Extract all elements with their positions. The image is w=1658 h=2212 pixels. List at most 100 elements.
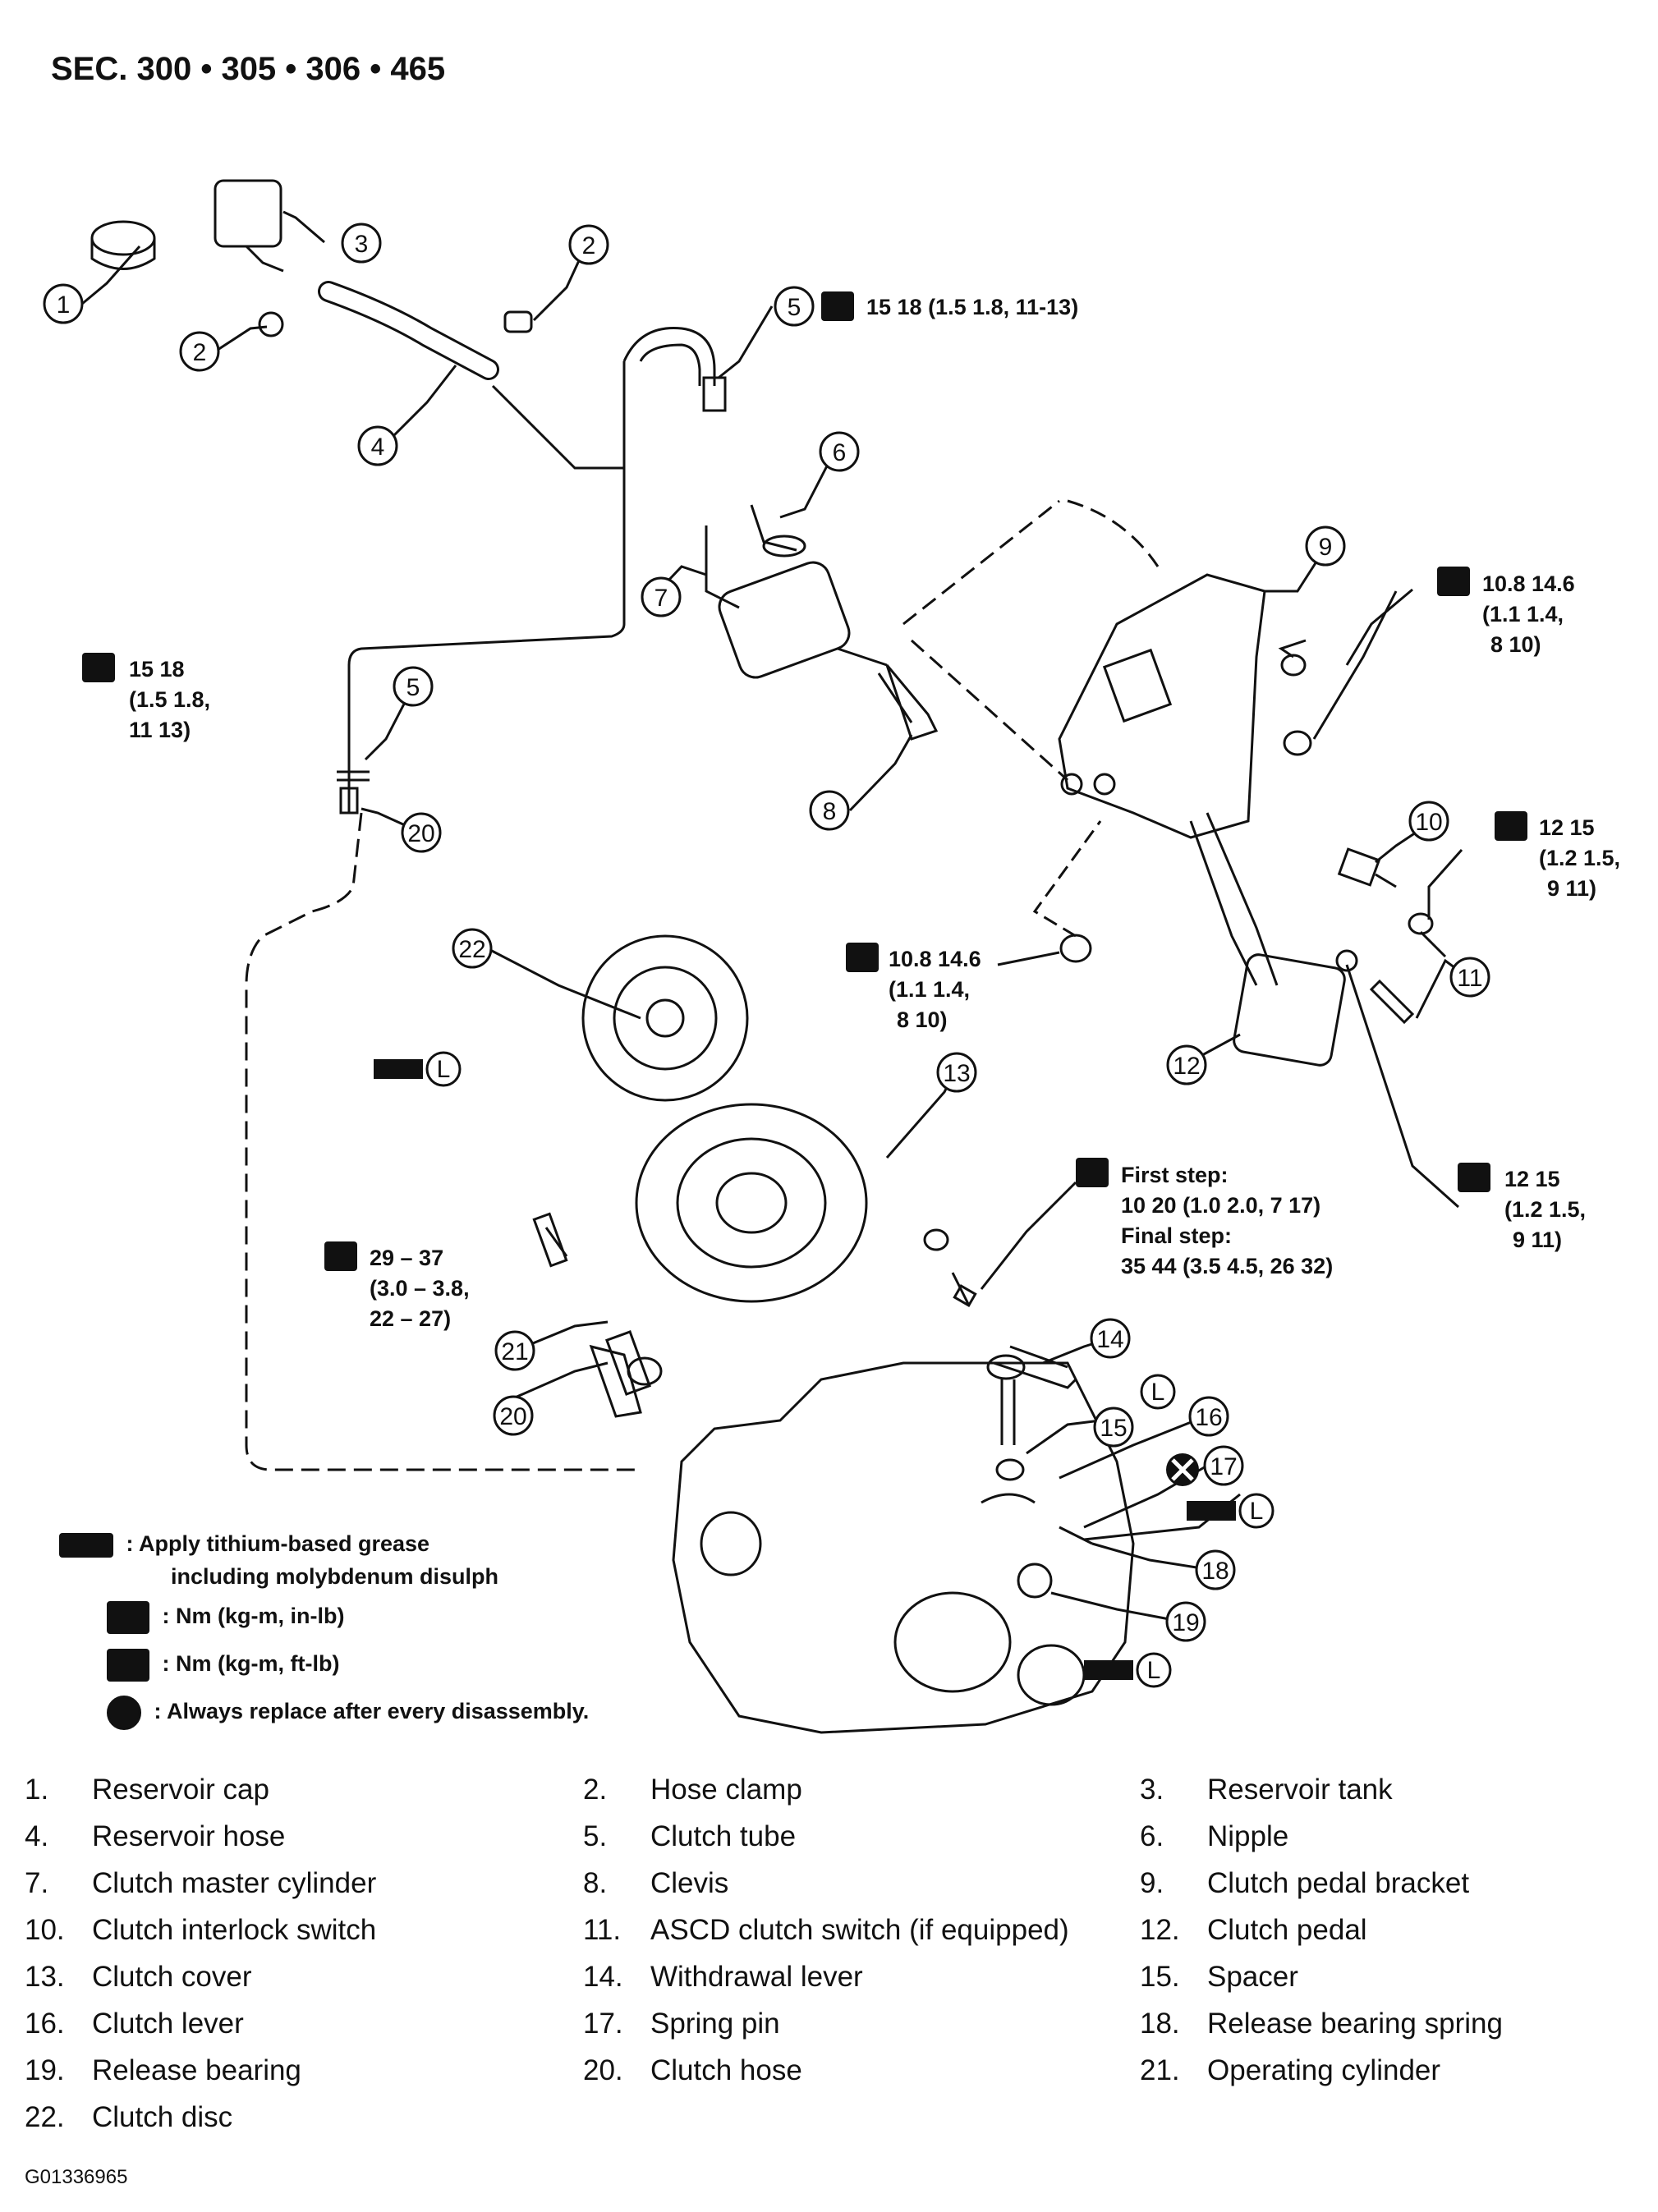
- svg-text:19: 19: [1172, 1609, 1199, 1636]
- callout-18: 18: [1195, 1549, 1236, 1590]
- callout-2-top: 2: [568, 224, 609, 265]
- list-item: 20.Clutch hose: [583, 2054, 802, 2086]
- legend-grease: : Apply tithium-based grease: [59, 1531, 429, 1558]
- svg-text:12: 12: [1173, 1053, 1200, 1080]
- callout-13: 13: [936, 1052, 977, 1093]
- svg-text:35 44 (3.5 4.5, 26 32): 35 44 (3.5 4.5, 26 32): [1121, 1254, 1333, 1278]
- torque-icon: [1076, 1158, 1109, 1187]
- callout-5-left: 5: [393, 666, 434, 707]
- list-item: 1.Reservoir cap: [25, 1774, 269, 1806]
- svg-text:21: 21: [501, 1338, 528, 1365]
- grease-symbol-spring: L: [1187, 1493, 1275, 1529]
- svg-text:22 – 27): 22 – 27): [370, 1306, 451, 1331]
- grease-icon: [1084, 1660, 1133, 1680]
- withdrawal-lever-drawing: [993, 1345, 1077, 1389]
- legend-torque-in-lb: : Nm (kg-m, in-lb): [107, 1601, 345, 1634]
- clutch-hose-drawing: [245, 812, 641, 1471]
- torque-icon: [1437, 567, 1470, 596]
- callout-14: 14: [1090, 1318, 1131, 1359]
- callout-6: 6: [819, 431, 860, 472]
- pedal-pad-drawing: [1233, 953, 1346, 1067]
- svg-text:8 10): 8 10): [1490, 632, 1541, 657]
- svg-text:(1.2 1.5,: (1.2 1.5,: [1539, 846, 1620, 870]
- master-cylinder-drawing: [718, 561, 851, 679]
- torque-icon: [821, 291, 854, 321]
- list-item: 10.Clutch interlock switch: [25, 1914, 377, 1946]
- list-item: 4.Reservoir hose: [25, 1820, 286, 1852]
- svg-text:6: 6: [833, 439, 847, 466]
- svg-text:5: 5: [788, 294, 801, 321]
- callout-15: 15: [1093, 1407, 1134, 1448]
- legend-replace: : Always replace after every disassembly…: [107, 1696, 589, 1730]
- svg-text:(1.5 1.8,: (1.5 1.8,: [129, 687, 210, 712]
- grease-icon: [59, 1532, 113, 1558]
- svg-text:3: 3: [355, 231, 369, 258]
- svg-text:L: L: [1147, 1657, 1161, 1684]
- torque-spec-pedal-nut: 10.8 14.6 (1.1 1.4, 8 10): [846, 943, 981, 1032]
- replace-icon: [107, 1696, 141, 1730]
- svg-text:15 18 (1.5 1.8, 11-13): 15 18 (1.5 1.8, 11-13): [866, 295, 1078, 319]
- legend-torque-in-lb-text: : Nm (kg-m, in-lb): [162, 1604, 345, 1629]
- svg-text:17: 17: [1210, 1453, 1237, 1480]
- clutch-tube-drawing: [622, 327, 716, 386]
- torque-spec-clutch-tube-top: 15 18 (1.5 1.8, 11-13): [821, 291, 1078, 321]
- svg-text:2: 2: [193, 339, 207, 366]
- callout-10: 10: [1408, 801, 1449, 842]
- callout-1: 1: [43, 283, 84, 324]
- svg-text:14: 14: [1096, 1326, 1123, 1353]
- svg-text:L: L: [437, 1056, 451, 1083]
- svg-text:First step:: First step:: [1121, 1163, 1229, 1187]
- svg-text:2: 2: [582, 232, 596, 259]
- legend-grease-cont: including molybdenum disulph: [171, 1564, 498, 1590]
- list-item: 5.Clutch tube: [583, 1820, 797, 1852]
- svg-text:10 20 (1.0 2.0, 7 17): 10 20 (1.0 2.0, 7 17): [1121, 1193, 1320, 1218]
- list-item: 11.ASCD clutch switch (if equipped): [583, 1914, 1069, 1946]
- legend-grease-text-2: including molybdenum disulph: [171, 1564, 498, 1589]
- operating-cylinder-drawing: [589, 1344, 642, 1418]
- callout-8: 8: [809, 790, 850, 831]
- svg-text:15 18: 15 18: [129, 657, 185, 681]
- list-item: 2.Hose clamp: [583, 1774, 802, 1806]
- section-header: SEC. 300 • 305 • 306 • 465: [51, 51, 446, 87]
- hose-clamp-drawing-2: [503, 310, 533, 333]
- svg-text:(3.0 – 3.8,: (3.0 – 3.8,: [370, 1276, 470, 1301]
- svg-text:4: 4: [371, 434, 385, 461]
- torque-icon: [846, 943, 879, 972]
- list-item: 14.Withdrawal lever: [583, 1961, 863, 1993]
- svg-text:(1.1 1.4,: (1.1 1.4,: [889, 977, 970, 1002]
- torque-spec-ascd-switch: 12 15 (1.2 1.5, 9 11): [1458, 1163, 1586, 1252]
- callout-20-upper: 20: [401, 812, 442, 853]
- callout-5-top: 5: [774, 286, 815, 327]
- callout-9: 9: [1305, 525, 1346, 567]
- callout-2-left: 2: [179, 331, 220, 372]
- svg-text:12 15: 12 15: [1504, 1167, 1560, 1191]
- list-item: 3.Reservoir tank: [1140, 1774, 1393, 1806]
- callout-12: 12: [1166, 1044, 1207, 1085]
- callout-20-lower: 20: [493, 1395, 534, 1436]
- ascd-switch-drawing: [1369, 979, 1415, 1025]
- svg-text:5: 5: [406, 674, 420, 701]
- reservoir-tank-drawing: [214, 179, 282, 248]
- legend-torque-ft-lb: : Nm (kg-m, ft-lb): [107, 1649, 339, 1682]
- pedal-arm-drawing: [1189, 812, 1279, 986]
- torque-ft-lb-icon: [107, 1649, 149, 1682]
- clevis-drawing: [877, 664, 939, 741]
- list-item: 17.Spring pin: [583, 2008, 780, 2040]
- pedal-bracket-drawing: [1058, 573, 1266, 839]
- svg-text:9: 9: [1319, 534, 1333, 561]
- list-item: 6.Nipple: [1140, 1820, 1289, 1852]
- svg-text:13: 13: [943, 1060, 970, 1087]
- torque-icon: [324, 1241, 357, 1271]
- list-item: 13.Clutch cover: [25, 1961, 252, 1993]
- torque-spec-pedal-bracket: 10.8 14.6 (1.1 1.4, 8 10): [1437, 567, 1575, 657]
- interlock-switch-drawing: [1337, 847, 1381, 887]
- svg-text:Final step:: Final step:: [1121, 1223, 1232, 1248]
- callout-19: 19: [1165, 1601, 1206, 1642]
- callout-22: 22: [452, 928, 493, 969]
- svg-text:16: 16: [1195, 1404, 1222, 1431]
- svg-text:10.8 14.6: 10.8 14.6: [889, 947, 981, 971]
- callout-4: 4: [357, 425, 398, 466]
- svg-text:15: 15: [1100, 1415, 1127, 1442]
- list-item: 19.Release bearing: [25, 2054, 301, 2086]
- grease-symbol-lever: L: [1140, 1374, 1176, 1410]
